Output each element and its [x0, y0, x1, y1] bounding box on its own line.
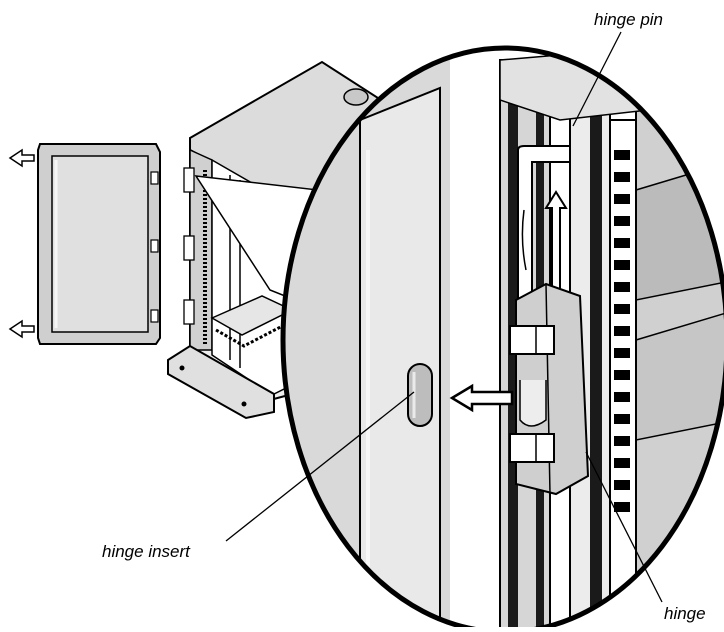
callout-hinge-pin: hinge pin — [594, 10, 664, 29]
hinge-insert — [407, 363, 433, 427]
hinge-pin — [517, 145, 571, 301]
leader-hinge — [585, 451, 663, 603]
door-hinge-insert-mid — [150, 239, 159, 253]
callout-hinge-insert: hinge insert — [102, 542, 190, 561]
callout-hinge: hinge — [664, 604, 706, 623]
cabinet-hinge-top — [183, 167, 195, 193]
cabinet-hinge-bottom — [183, 299, 195, 325]
arrow-left-icon — [449, 383, 514, 413]
hinge-block — [509, 282, 590, 496]
removed-door — [37, 143, 161, 345]
arrow-left-icon — [8, 319, 35, 339]
leader-hinge-insert — [225, 391, 415, 542]
cabinet-hinge-mid — [183, 235, 195, 261]
door-hinge-insert-top — [150, 171, 159, 185]
arrow-left-icon — [8, 148, 35, 168]
magnifier-circle — [280, 45, 724, 632]
door-hinge-insert-bottom — [150, 309, 159, 323]
rail-slots — [614, 150, 630, 512]
leader-hinge-pin — [572, 31, 622, 127]
